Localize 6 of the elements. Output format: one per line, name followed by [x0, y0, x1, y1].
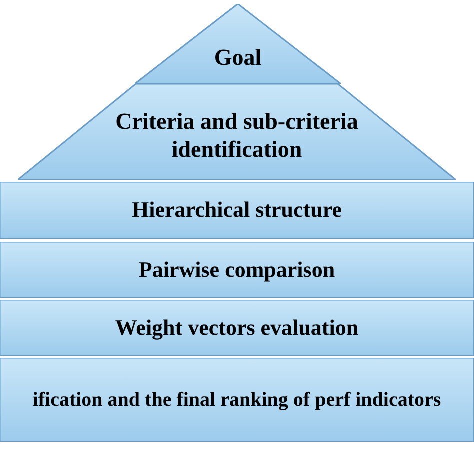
tier-label: Pairwise comparison [138, 256, 336, 284]
tier-label: Goal [214, 44, 262, 72]
tier-label: Weight vectors evaluation [115, 314, 359, 342]
tier-label: ification and the final ranking of perf indicators [32, 388, 442, 412]
tier-label: Hierarchical structure [132, 197, 342, 224]
tier-label: Criteria and sub-criteria identification [114, 108, 360, 164]
